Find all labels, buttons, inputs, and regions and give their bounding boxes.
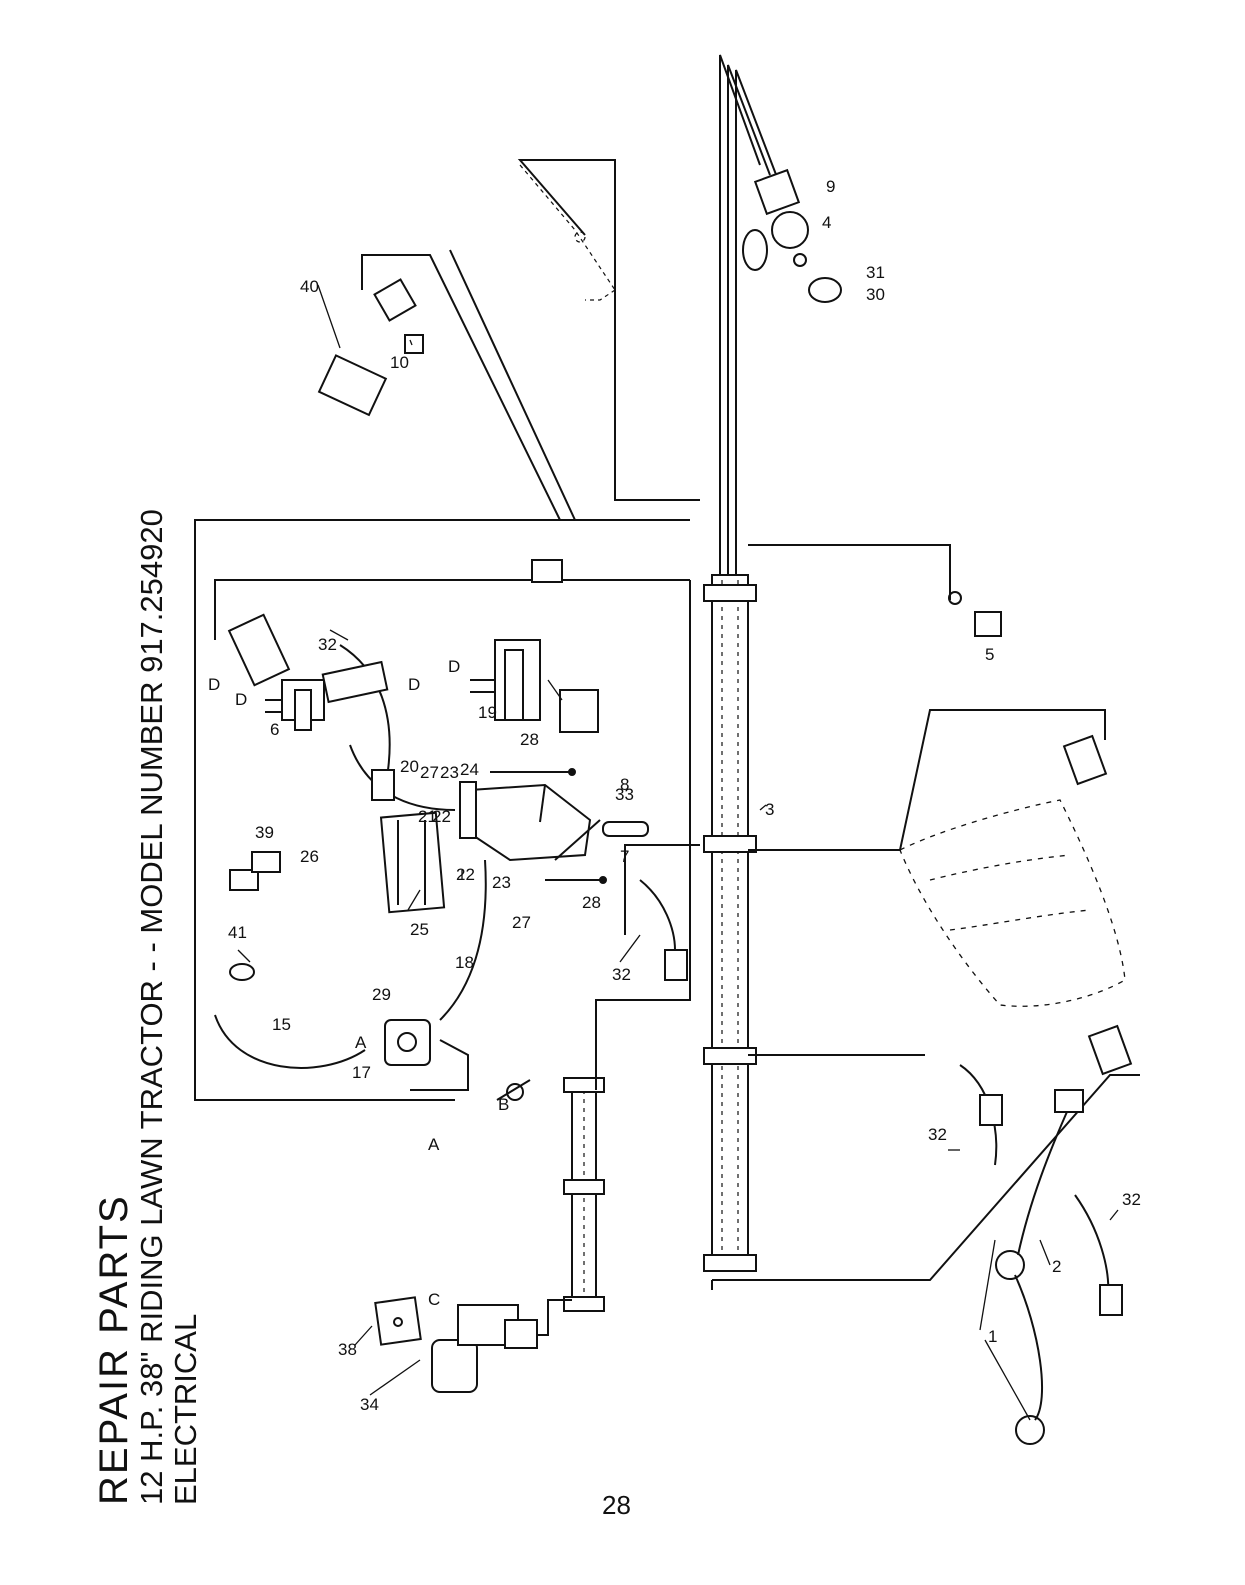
callout-19: 19 [478, 703, 497, 722]
callout-26: 26 [300, 847, 319, 866]
ref-a1: A [355, 1033, 367, 1052]
main-harness [704, 575, 756, 1271]
ignition-coil [375, 1297, 537, 1392]
callout-31: 31 [866, 263, 885, 282]
callout-17: 17 [352, 1063, 371, 1082]
callout-40: 40 [300, 277, 319, 296]
callout-23a: 23 [440, 763, 459, 782]
callout-24: 24 [460, 760, 479, 779]
callout-22a: 22 [432, 807, 451, 826]
ref-d4: D [448, 657, 460, 676]
callout-25: 25 [410, 920, 429, 939]
callout-39: 39 [255, 823, 274, 842]
callout-7: 7 [620, 847, 629, 866]
callout-22b: 22 [456, 865, 475, 884]
callout-41: 41 [228, 923, 247, 942]
callout-2: 2 [1052, 1257, 1061, 1276]
callout-28b: 28 [582, 893, 601, 912]
ref-c: C [428, 1290, 440, 1309]
callout-15: 15 [272, 1015, 291, 1034]
callout-20: 20 [400, 757, 419, 776]
ground-lead [520, 165, 615, 300]
callout-30: 30 [866, 285, 885, 304]
callout-27a: 27 [420, 763, 439, 782]
callout-3: 3 [765, 800, 774, 819]
ref-d3: D [408, 675, 420, 694]
headlight-harness [996, 1090, 1083, 1444]
leader-lines [238, 285, 1118, 1420]
ref-d2: D [235, 690, 247, 709]
callout-38: 38 [338, 1340, 357, 1359]
callout-5: 5 [985, 645, 994, 664]
callout-32b: 32 [612, 965, 631, 984]
callout-23b: 23 [492, 873, 511, 892]
page-number: 28 [602, 1490, 631, 1521]
starter-solenoid [385, 1020, 468, 1090]
callout-29: 29 [372, 985, 391, 1004]
callout-34: 34 [360, 1395, 379, 1414]
callout-1: 1 [988, 1327, 997, 1346]
battery-tray [381, 813, 444, 912]
callout-27b: 27 [512, 913, 531, 932]
callout-4: 4 [822, 213, 831, 232]
callout-32d: 32 [1122, 1190, 1141, 1209]
callout-10: 10 [390, 353, 409, 372]
callout-18: 18 [455, 953, 474, 972]
callout-28a: 28 [520, 730, 539, 749]
battery [460, 782, 600, 860]
ref-b: B [498, 1095, 509, 1114]
callout-32c: 32 [928, 1125, 947, 1144]
engine-outline [900, 800, 1125, 1006]
callout-33: 33 [615, 785, 634, 804]
ref-a2: A [428, 1135, 440, 1154]
battery-cables [215, 745, 486, 1068]
ref-d1: D [208, 675, 220, 694]
decal [319, 355, 386, 414]
callout-9: 9 [826, 177, 835, 196]
callout-6: 6 [270, 720, 279, 739]
callout-32a: 32 [318, 635, 337, 654]
